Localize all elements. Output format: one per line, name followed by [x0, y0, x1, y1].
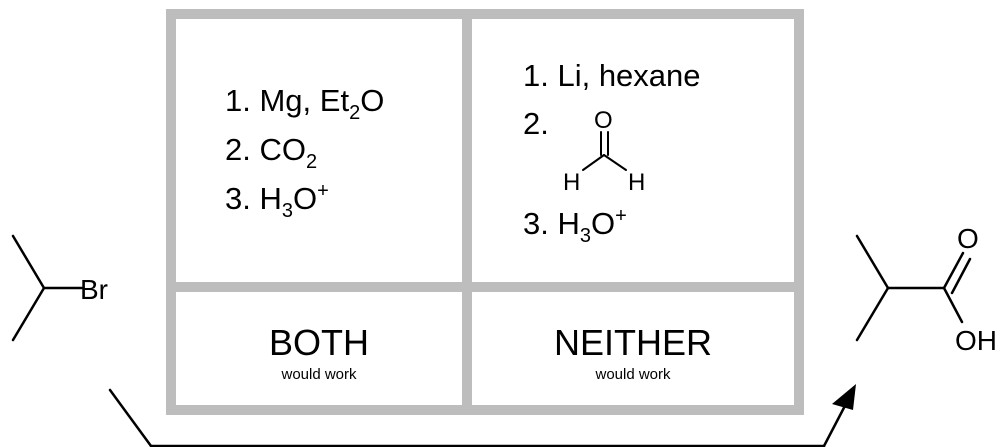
arrow-ascending-segment [822, 398, 850, 447]
sm-bond-lower [11, 286, 46, 342]
arrow-head-icon [832, 384, 856, 410]
option1-step-2: 2. CO2 [225, 132, 317, 172]
step-subscript: 3 [579, 225, 591, 247]
step-number: 1. [225, 83, 251, 118]
option2-step-2: 2. [523, 106, 549, 141]
option1-step-1: 1. Mg, Et2O [225, 83, 385, 123]
reaction-arrow [108, 388, 850, 447]
step-superscript: + [615, 205, 627, 227]
option1-step-3: 3. H3O+ [225, 180, 329, 221]
sm-bromine-label: Br [80, 274, 108, 305]
option-organolithium[interactable]: 1. Li, hexane 2. 3. H3O+ [523, 60, 783, 255]
arrow-descending-segment [108, 388, 153, 447]
answer-both-caption: would work [281, 366, 357, 383]
sm-bond-upper [11, 234, 46, 290]
answer-neither-label: NEITHER [553, 322, 712, 363]
product-bond-upper [855, 234, 890, 290]
step-number: 3. [225, 181, 251, 216]
step-number: 2. [225, 132, 251, 167]
formaldehyde-ch-bond-right [603, 154, 627, 171]
option2-step-3: 3. H3O+ [523, 205, 627, 246]
step-text: Mg, Et [259, 83, 350, 118]
formaldehyde-ch-bond-left [582, 154, 605, 171]
step-text: H [557, 206, 580, 241]
step-text-tail: O [293, 181, 318, 216]
product-carbonyl-bond-2 [950, 257, 972, 295]
step-text: H [259, 181, 282, 216]
formaldehyde-oxygen: O [594, 107, 613, 134]
product-carbonyl-oxygen: O [957, 223, 979, 254]
product-bond-oh [942, 286, 964, 324]
step-subscript: 2 [305, 151, 318, 173]
starting-material-structure [11, 234, 84, 342]
step-subscript: 3 [281, 200, 293, 222]
option-grignard[interactable]: 1. Mg, Et2O 2. CO2 3. H3O+ [225, 85, 455, 225]
answer-both-text: BOTH would work [176, 322, 462, 383]
option2-step-1: 1. Li, hexane [523, 58, 701, 93]
product-structure [855, 234, 972, 342]
answer-both-label: BOTH [268, 322, 369, 363]
grid-outer-border [166, 9, 804, 415]
step-number: 3. [523, 206, 549, 241]
formaldehyde-h-left: H [563, 169, 580, 196]
product-hydroxyl-label: OH [955, 325, 997, 356]
choice-grid [166, 9, 804, 415]
answer-neither[interactable]: NEITHER would work [472, 292, 794, 405]
formaldehyde-structure [582, 131, 627, 171]
step-text-tail: O [591, 206, 616, 241]
step-superscript: + [317, 180, 329, 202]
answer-neither-caption: would work [595, 366, 671, 383]
step-text-tail: O [360, 83, 385, 118]
product-carbonyl-bond-1 [942, 251, 965, 290]
answer-neither-text: NEITHER would work [472, 322, 794, 383]
product-bond-lower [855, 286, 890, 342]
step-subscript: 2 [349, 102, 361, 124]
step-text: CO [259, 132, 306, 167]
answer-both[interactable]: BOTH would work [176, 292, 462, 405]
formaldehyde-h-right: H [628, 169, 645, 196]
